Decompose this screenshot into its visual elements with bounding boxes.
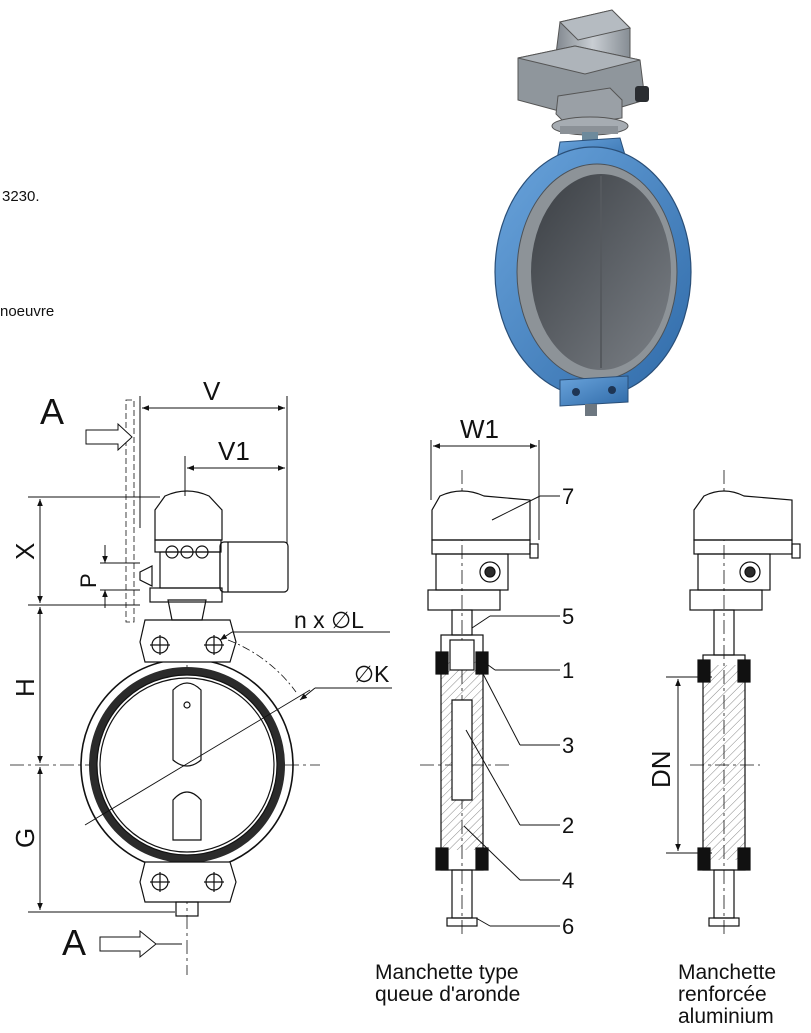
dimension-x: X bbox=[10, 543, 40, 560]
section-label-bottom: A bbox=[62, 922, 86, 963]
caption-reinforced-sleeve: Manchette renforcée aluminium bbox=[678, 962, 776, 1028]
text-fragment-operation: noeuvre bbox=[0, 303, 55, 320]
part-number-1: 1 bbox=[562, 658, 574, 683]
part-number-4: 4 bbox=[562, 868, 574, 893]
caption-reinforced-line3: aluminium bbox=[678, 1005, 774, 1028]
reinforced-sleeve-view bbox=[666, 470, 801, 935]
caption-dovetail-line2: queue d'aronde bbox=[375, 983, 521, 1006]
section-label-top: A bbox=[40, 391, 64, 432]
dimension-v1: V1 bbox=[218, 436, 250, 466]
dimension-g: G bbox=[10, 828, 40, 848]
handwheel-icon bbox=[635, 86, 649, 102]
text-fragment-standard: 3230. bbox=[2, 188, 40, 205]
side-view-dimensions bbox=[430, 440, 560, 927]
dimension-pcd: ∅K bbox=[354, 661, 390, 687]
dimension-w1: W1 bbox=[460, 414, 499, 444]
valve-3d-render bbox=[494, 9, 692, 416]
dimension-bolts: n x ∅L bbox=[294, 607, 364, 633]
part-number-5: 5 bbox=[562, 604, 574, 629]
part-number-3: 3 bbox=[562, 733, 574, 758]
dimension-h: H bbox=[10, 678, 40, 697]
part-number-2: 2 bbox=[562, 813, 574, 838]
dimension-dn: DN bbox=[646, 750, 676, 788]
front-view bbox=[10, 399, 320, 975]
caption-reinforced-line2: renforcée bbox=[678, 983, 767, 1006]
caption-reinforced-line1: Manchette bbox=[678, 961, 777, 984]
front-view-dimensions bbox=[28, 396, 392, 959]
dimension-p: P bbox=[76, 573, 101, 588]
part-number-7: 7 bbox=[562, 484, 574, 509]
caption-dovetail-line1: Manchette type bbox=[375, 961, 519, 984]
caption-dovetail-sleeve: Manchette type queue d'aronde bbox=[375, 962, 520, 1006]
part-number-6: 6 bbox=[562, 914, 574, 939]
dimension-v: V bbox=[203, 376, 221, 406]
side-section-view bbox=[420, 470, 539, 935]
